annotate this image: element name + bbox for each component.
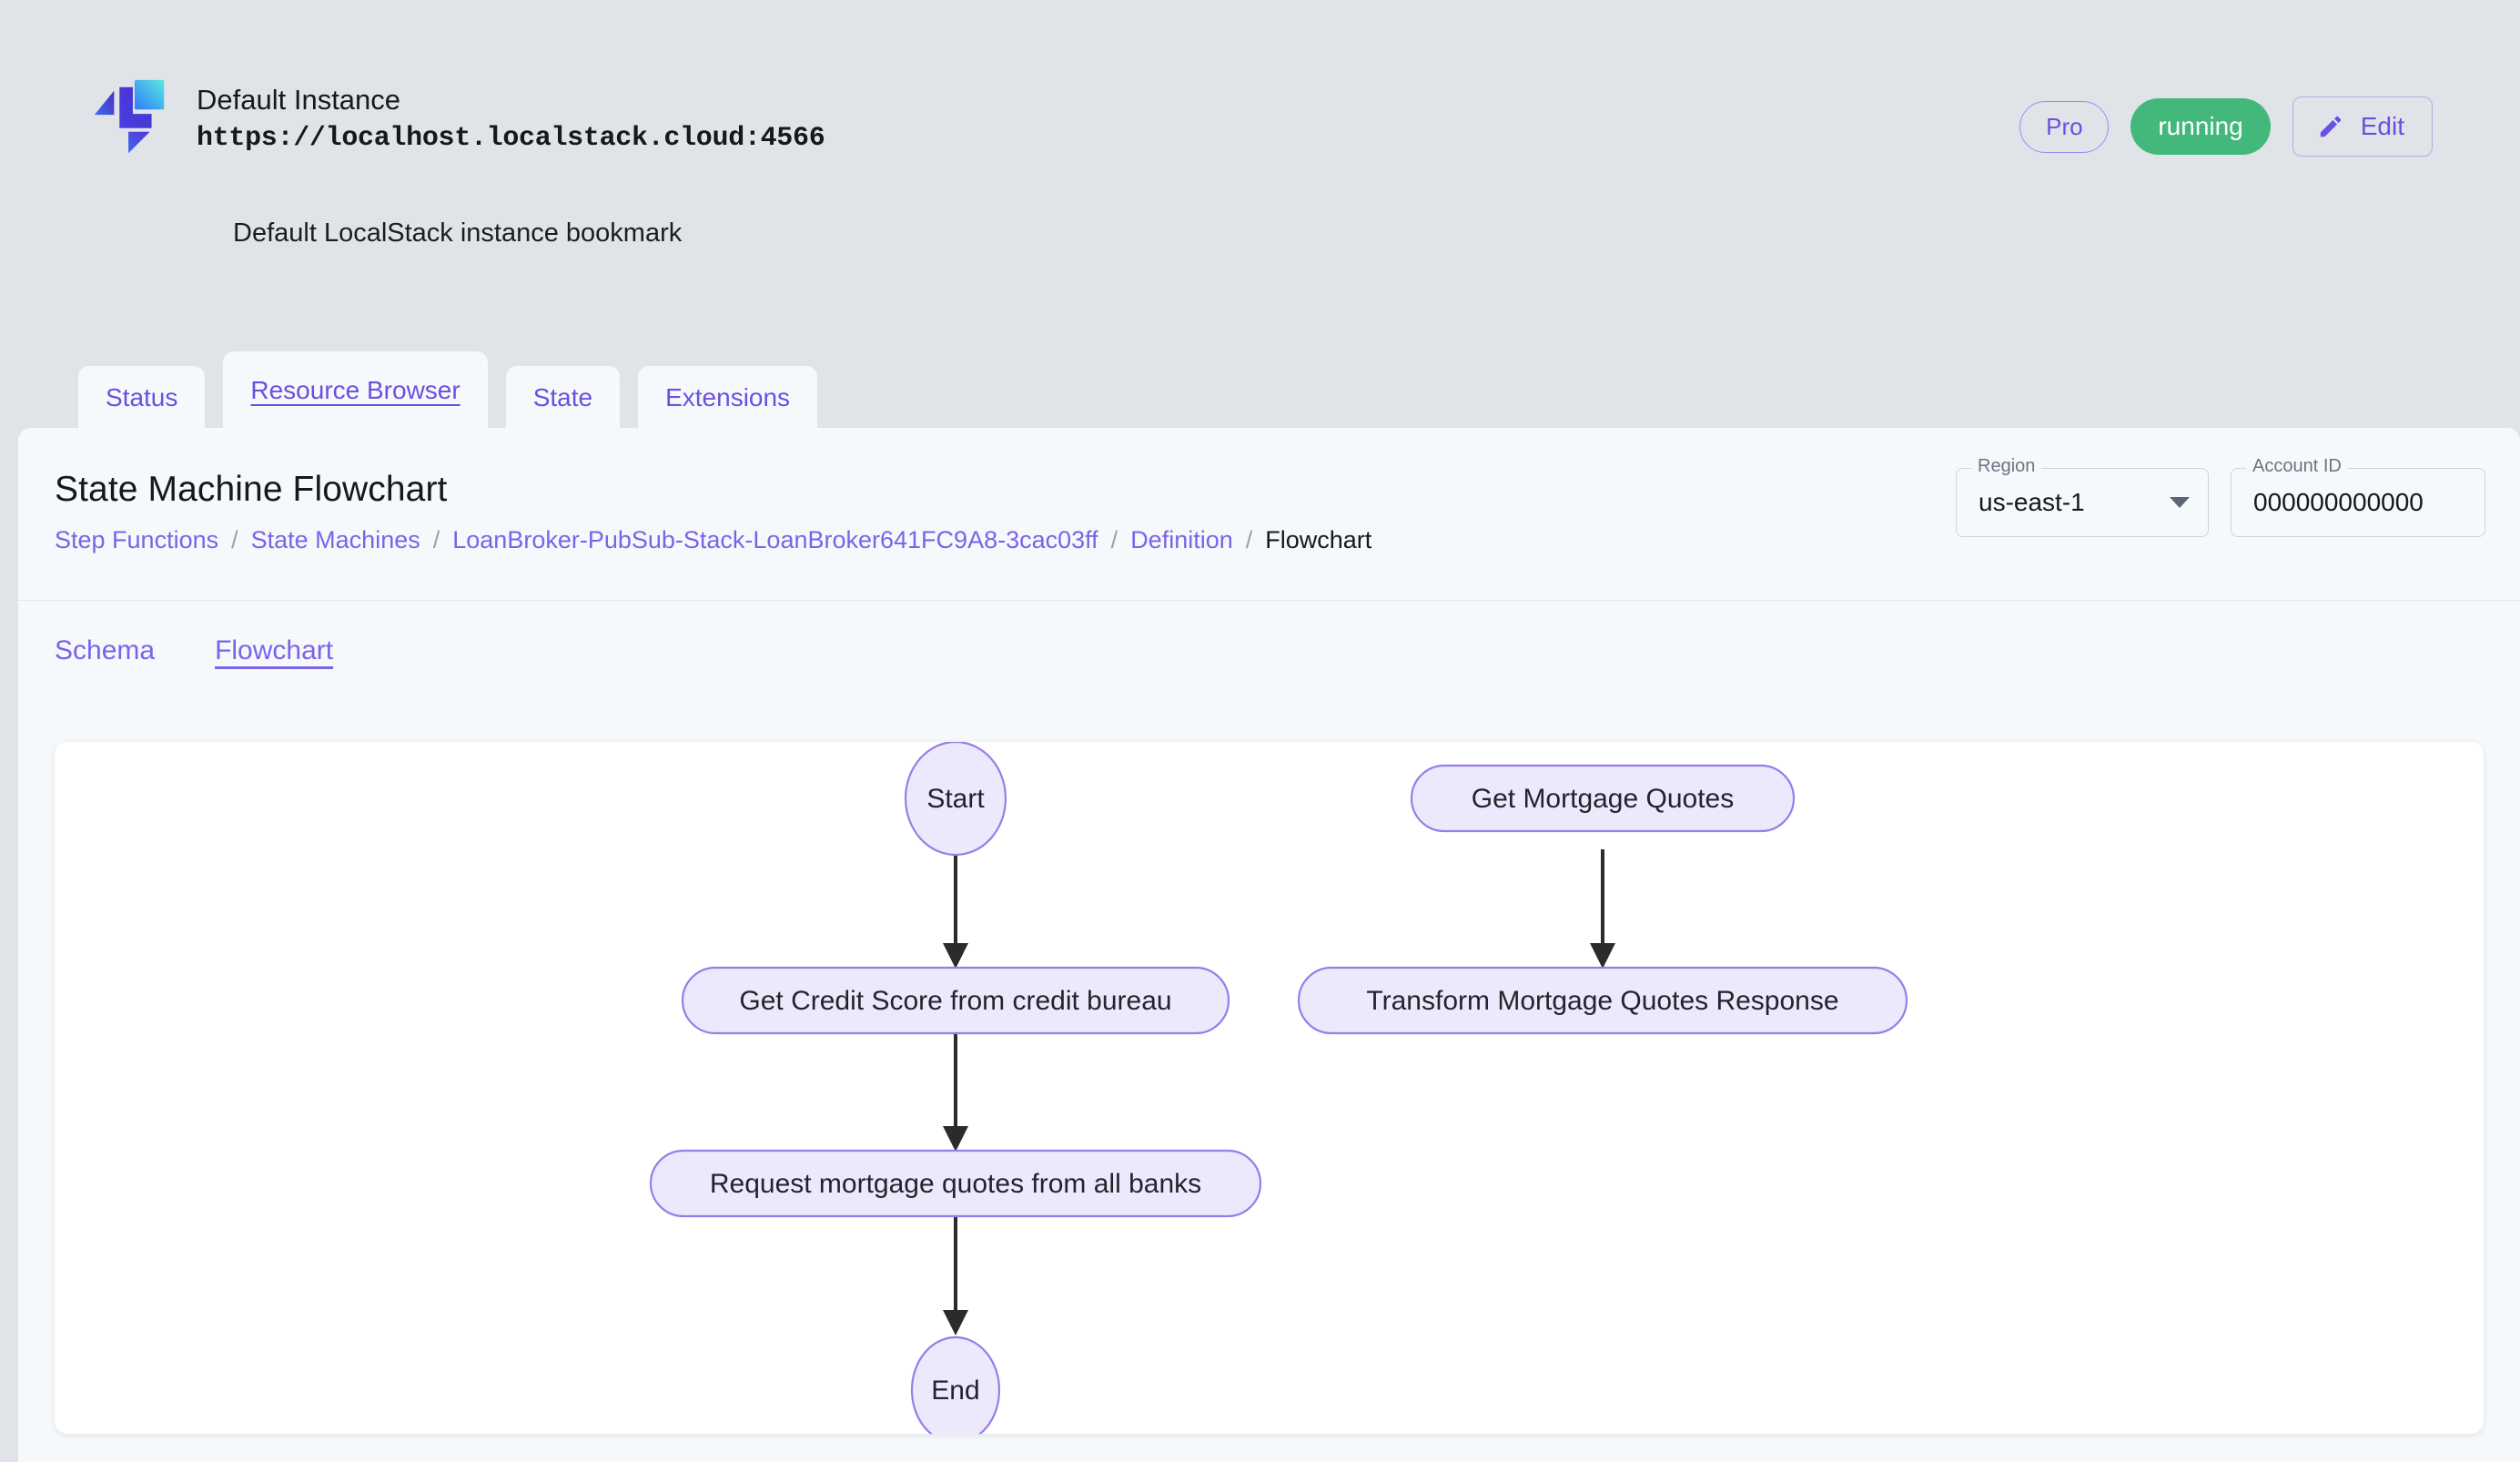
sub-tab-flowchart[interactable]: Flowchart — [215, 635, 334, 665]
instance-actions: Pro running Edit — [2019, 96, 2433, 157]
account-id-label: Account ID — [2246, 457, 2348, 475]
flowchart-node-credit[interactable]: Get Credit Score from credit bureau — [681, 966, 1230, 1035]
pencil-icon — [2320, 116, 2341, 137]
panel-header: State Machine Flowchart Step Functions /… — [18, 428, 2520, 601]
account-id-value: 000000000000 — [2253, 488, 2424, 516]
breadcrumb: Step Functions / State Machines / LoanBr… — [55, 526, 1371, 554]
page-title: State Machine Flowchart — [55, 470, 448, 509]
breadcrumb-separator: / — [1245, 526, 1253, 553]
region-value: us-east-1 — [1979, 488, 2085, 516]
breadcrumb-item-flowchart: Flowchart — [1265, 526, 1372, 553]
edit-button[interactable]: Edit — [2292, 96, 2433, 157]
instance-identity: Default Instance .instance-meta > div:fi… — [87, 75, 825, 164]
flowchart-edges — [943, 849, 1615, 1335]
instance-description: Default LocalStack instance bookmark — [233, 218, 683, 248]
flowchart-node-getquotes[interactable]: Get Mortgage Quotes — [1410, 764, 1796, 833]
flowchart-node-credit-label: Get Credit Score from credit bureau — [739, 986, 1171, 1016]
main-tab-bar: Status Resource Browser State Extensions — [78, 351, 818, 433]
flowchart-node-request[interactable]: Request mortgage quotes from all banks — [649, 1149, 1262, 1218]
flowchart-node-getquotes-label: Get Mortgage Quotes — [1472, 784, 1735, 814]
flowchart-card: Start Get Credit Score from credit burea… — [55, 742, 2484, 1434]
chevron-down-icon — [2170, 497, 2190, 508]
flowchart-node-request-label: Request mortgage quotes from all banks — [710, 1169, 1201, 1199]
sub-tab-schema[interactable]: Schema — [55, 635, 156, 665]
flowchart-node-end-label: End — [931, 1376, 979, 1406]
tab-status[interactable]: Status — [78, 366, 206, 433]
region-label: Region — [1971, 457, 2042, 475]
breadcrumb-separator: / — [231, 526, 238, 553]
sub-tab-bar: Schema Flowchart — [18, 601, 2520, 701]
flowchart-node-end[interactable]: End — [910, 1335, 1001, 1434]
tab-state[interactable]: State — [505, 366, 621, 433]
breadcrumb-separator: / — [1110, 526, 1118, 553]
breadcrumb-item-state-machine-name[interactable]: LoanBroker-PubSub-Stack-LoanBroker641FC9… — [452, 526, 1098, 553]
flowchart-node-transform-label: Transform Mortgage Quotes Response — [1366, 986, 1838, 1016]
account-id-field[interactable]: Account ID 000000000000 — [2231, 457, 2485, 537]
tab-resource-browser[interactable]: Resource Browser — [223, 351, 488, 433]
breadcrumb-item-state-machines[interactable]: State Machines — [250, 526, 420, 553]
flowchart-node-start[interactable]: Start — [904, 742, 1007, 857]
instance-name: Default Instance — [197, 84, 401, 116]
flowchart-node-transform[interactable]: Transform Mortgage Quotes Response — [1297, 966, 1908, 1035]
tab-extensions[interactable]: Extensions — [638, 366, 818, 433]
pro-badge[interactable]: Pro — [2019, 100, 2110, 153]
flowchart-node-start-label: Start — [926, 784, 985, 814]
localstack-logo-icon — [94, 79, 165, 154]
scope-selectors: Region us-east-1 Account ID 000000000000 — [1956, 457, 2485, 537]
edit-button-label: Edit — [2360, 112, 2404, 140]
instance-url: https://localhost.localstack.cloud:4566 — [197, 123, 825, 154]
region-select[interactable]: Region us-east-1 — [1956, 457, 2209, 537]
status-badge[interactable]: running — [2130, 98, 2271, 155]
state-machine-flowchart: Start Get Credit Score from credit burea… — [649, 742, 1908, 1434]
breadcrumb-item-definition[interactable]: Definition — [1130, 526, 1233, 553]
breadcrumb-item-step-functions[interactable]: Step Functions — [55, 526, 219, 553]
breadcrumb-separator: / — [432, 526, 440, 553]
content-panel: State Machine Flowchart Step Functions /… — [18, 428, 2520, 1462]
